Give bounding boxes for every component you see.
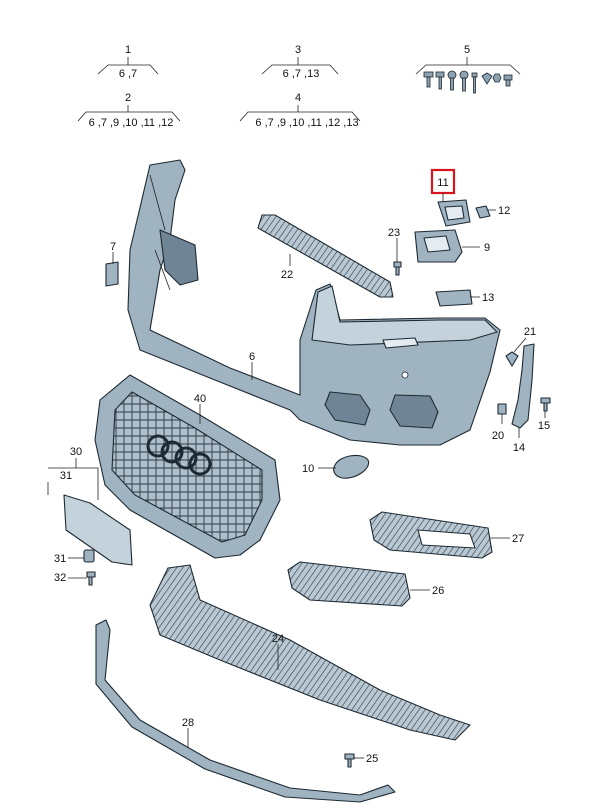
callout-13[interactable]: 13: [470, 292, 494, 304]
side-grille-part-26[interactable]: [287, 561, 411, 607]
callout-24[interactable]: 24: [272, 633, 284, 670]
callout-11-highlighted[interactable]: 11: [430, 168, 456, 202]
callout-number: 40: [194, 393, 206, 405]
group-4[interactable]: 4 6 ,7 ,9 ,10 ,11 ,12 ,13: [239, 92, 361, 129]
nut-part-31[interactable]: [83, 549, 95, 563]
callout-number: 10: [302, 463, 314, 475]
callout-number: 15: [538, 420, 550, 432]
callout-30[interactable]: 30: [48, 446, 99, 500]
callout-number: 27: [512, 533, 524, 545]
group-2-number: 2: [125, 92, 131, 104]
callout-number: 23: [388, 227, 400, 239]
callout-number: 12: [498, 205, 510, 217]
plate-bracket-part-30[interactable]: [63, 494, 133, 566]
tow-cap-part-10[interactable]: [333, 454, 370, 479]
bumper-cover-part-6[interactable]: [127, 159, 501, 446]
callout-number: 31: [54, 553, 66, 565]
clip-part-20[interactable]: [497, 403, 507, 415]
bracket-part-9[interactable]: [414, 229, 463, 263]
callout-20[interactable]: 20: [492, 414, 504, 442]
group-5[interactable]: 5: [415, 44, 521, 94]
group-4-subparts: 6 ,7 ,9 ,10 ,11 ,12 ,13: [255, 117, 358, 129]
screw-part-25[interactable]: [344, 753, 355, 768]
group-3-subparts: 6 ,7 ,13: [283, 68, 320, 80]
guide-part-14[interactable]: [511, 343, 535, 429]
group-3-number: 3: [295, 44, 301, 56]
fastener-set-icon: [423, 70, 513, 94]
callout-14[interactable]: 14: [513, 428, 525, 454]
group-1-subparts: 6 ,7: [119, 68, 137, 80]
clip-part-21[interactable]: [505, 351, 519, 367]
bolt-part-23[interactable]: [393, 261, 402, 276]
callout-number: 32: [54, 572, 66, 584]
callout-number: 11: [437, 177, 448, 189]
callout-21[interactable]: 21: [513, 326, 536, 353]
callout-number: 13: [482, 292, 494, 304]
callout-number: 7: [110, 241, 116, 253]
group-1-number: 1: [125, 44, 131, 56]
four-rings-emblem-icon: [146, 434, 212, 476]
callout-32[interactable]: 32: [54, 572, 87, 584]
grille-part-40[interactable]: [94, 374, 281, 559]
callout-number: 20: [492, 430, 504, 442]
callout-number: 9: [484, 242, 490, 254]
callout-23[interactable]: 23: [388, 227, 400, 262]
callout-number: 28: [182, 717, 194, 729]
clip-part-7[interactable]: [105, 261, 119, 287]
group-2[interactable]: 2 6 ,7 ,9 ,10 ,11 ,12: [77, 92, 181, 129]
callout-number: 14: [513, 442, 525, 454]
group-3[interactable]: 3 6 ,7 ,13: [261, 44, 339, 80]
side-grille-part-27[interactable]: [369, 511, 493, 559]
callout-number: 6: [249, 351, 255, 363]
callout-12[interactable]: 12: [488, 205, 510, 217]
callout-22[interactable]: 22: [281, 254, 293, 281]
callout-40[interactable]: 40: [194, 393, 206, 424]
group-2-subparts: 6 ,7 ,9 ,10 ,11 ,12: [89, 117, 174, 129]
callout-7[interactable]: 7: [110, 241, 116, 264]
trim-strip-part-28[interactable]: [95, 619, 396, 803]
callout-number: 26: [432, 585, 444, 597]
callout-15[interactable]: 15: [538, 411, 550, 432]
callout-6[interactable]: 6: [249, 351, 255, 380]
spoiler-part-24[interactable]: [149, 564, 471, 741]
absorber-part-22[interactable]: [257, 214, 394, 298]
callout-9[interactable]: 9: [462, 242, 490, 254]
callout-number: 22: [281, 269, 293, 281]
callout-26[interactable]: 26: [410, 585, 444, 597]
callout-31-upper[interactable]: 31: [47, 470, 72, 495]
bracket-part-11[interactable]: [437, 199, 471, 227]
group-5-number: 5: [464, 44, 470, 56]
callout-10[interactable]: 10: [302, 463, 336, 475]
bracket-part-13[interactable]: [435, 289, 473, 307]
screw-part-32[interactable]: [86, 571, 96, 586]
callout-28[interactable]: 28: [182, 717, 194, 748]
callout-27[interactable]: 27: [490, 533, 524, 545]
clip-part-12[interactable]: [475, 205, 491, 219]
screw-part-15[interactable]: [540, 397, 551, 412]
callout-25[interactable]: 25: [354, 753, 378, 765]
callout-31-lower[interactable]: 31: [54, 553, 84, 565]
callout-number: 24: [272, 633, 284, 645]
group-1[interactable]: 1 6 ,7: [97, 44, 159, 80]
callout-number: 21: [524, 326, 536, 338]
callout-number: 30: [70, 446, 82, 458]
callout-number: 25: [366, 753, 378, 765]
callout-number: 31: [60, 470, 72, 482]
group-4-number: 4: [295, 92, 301, 104]
